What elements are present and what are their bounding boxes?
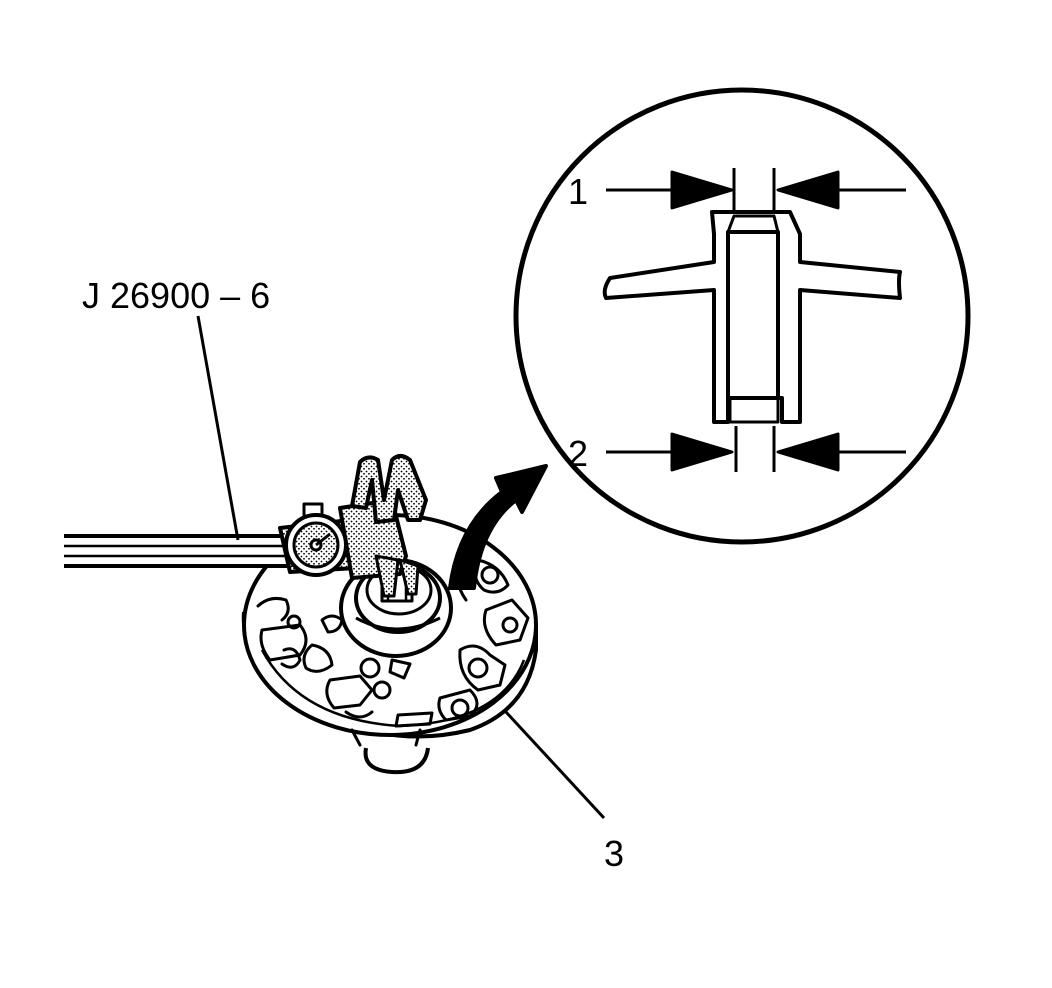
pump-oil-passages — [256, 558, 530, 747]
tool-leader — [196, 315, 240, 541]
caliper-lower-jaw — [374, 554, 400, 598]
pump-leader — [504, 710, 606, 820]
detail-magnifier — [513, 87, 971, 545]
caliper-beam — [64, 534, 294, 568]
dimension-1-left-arrow — [670, 170, 734, 210]
callout-2: 2 — [568, 433, 588, 474]
stator-cross-section — [602, 168, 902, 472]
leader-lines — [196, 315, 606, 820]
dimension-2-left-arrow — [670, 432, 734, 472]
magnify-arrow — [448, 464, 548, 590]
dimension-1 — [606, 170, 906, 210]
dimension-2 — [606, 432, 906, 472]
tool-label: J 26900 – 6 — [82, 275, 270, 316]
caliper-upper-jaw — [350, 454, 428, 524]
dial-caliper-tool — [64, 454, 428, 598]
pump-bottom-boss — [363, 747, 430, 775]
callout-3: 3 — [604, 833, 624, 874]
callout-1: 1 — [568, 171, 588, 212]
